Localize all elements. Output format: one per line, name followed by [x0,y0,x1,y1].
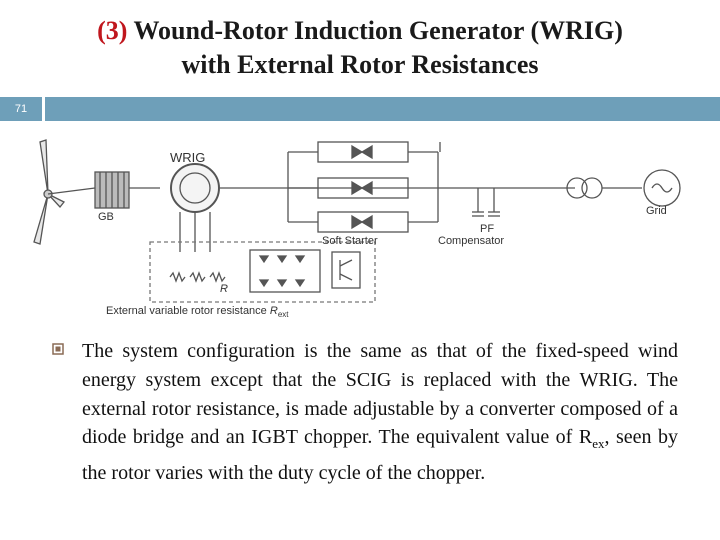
compensator-label: Compensator [438,235,504,247]
ext-resistance-label: External variable rotor resistance Rext [106,305,289,319]
title-number: (3) [97,16,128,45]
r-ext-symbol: R [270,305,278,317]
resistor-bank-icon [169,271,226,283]
gb-label: GB [98,211,114,223]
soft-starter-label: Soft Starter [322,235,378,247]
transformer-icon [566,177,642,199]
r-ext-subscript: ext [278,310,289,319]
slide-title: (3) Wound-Rotor Induction Generator (WRI… [0,14,720,82]
title-line-2: with External Rotor Resistances [181,50,539,79]
bullet-icon [52,343,64,355]
wrig-generator-icon [170,163,220,213]
body-paragraph: The system configuration is the same as … [82,337,678,488]
wrig-system-diagram: WRIG GB Soft Starter PF Compensator Grid… [33,139,681,319]
grid-label: Grid [646,205,667,217]
grid-icon [643,169,681,207]
diode-bridge-icon [249,249,321,293]
soft-starter-icon [287,141,441,233]
pf-label: PF [480,223,494,235]
igbt-chopper-icon [331,251,361,289]
r-label: R [220,283,228,295]
title-line-1-text: Wound-Rotor Induction Generator (WRIG) [133,16,623,45]
body-text-part-2: , seen by the rotor varies with the duty… [82,426,678,485]
wind-turbine-icon [33,139,96,245]
body-subscript: ex [592,436,605,452]
header-bar [45,97,720,121]
ext-resistance-text: External variable rotor resistance [106,305,267,317]
wrig-label: WRIG [170,150,205,165]
page-number: 71 [0,97,42,121]
body-text-part-1: The system configuration is the same as … [82,340,678,449]
title-line-1: (3) Wound-Rotor Induction Generator (WRI… [0,14,720,48]
pf-compensator-icon [472,188,500,217]
gearbox-icon [94,171,160,209]
